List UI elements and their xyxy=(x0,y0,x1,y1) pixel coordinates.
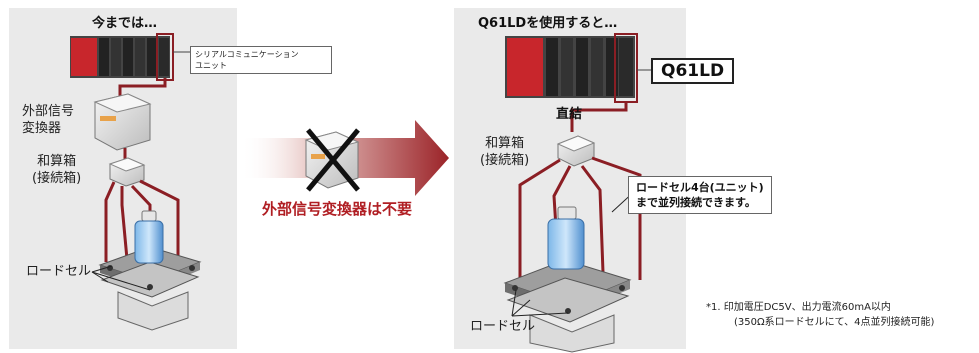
parallel-connection-note: ロードセル4台(ユニット) まで並列接続できます。 xyxy=(628,176,772,214)
footnote-line-2: (350Ω系ロードセルにて、4点並列接続可能) xyxy=(734,317,935,328)
footnote: *1. 印加電圧DC5V、出力電流60mA以内 (350Ω系ロードセルにて、4点… xyxy=(706,300,934,330)
junction-label-right-line-1: 和算箱 xyxy=(485,136,525,151)
loadcell-pointers-right xyxy=(511,289,569,317)
left-title: 今までは… xyxy=(92,16,158,31)
direct-connection-label: 直結 xyxy=(556,107,583,122)
serial-unit-callout: シリアルコミュニケーション ユニット xyxy=(190,46,332,74)
note-line-2: まで並列接続できます。 xyxy=(636,196,756,209)
converter-label-line-1: 外部信号 xyxy=(22,104,75,119)
loadcell-label-left: ロードセル xyxy=(26,264,92,279)
bottle-right xyxy=(547,206,585,270)
converter-label-line-2: 変換器 xyxy=(22,121,62,136)
loadcell-pointers-left xyxy=(91,265,151,291)
scale-right xyxy=(503,259,632,353)
note-line-1: ロードセル4台(ユニット) xyxy=(636,181,764,194)
bottle-left xyxy=(134,210,164,264)
junction-label-left: 和算箱 (接続箱) xyxy=(32,153,81,187)
plc-rack-right xyxy=(505,33,651,103)
converter-label: 外部信号 変換器 xyxy=(22,103,74,137)
loadcell-label-right: ロードセル xyxy=(470,319,536,334)
plc-rack-left xyxy=(70,33,190,81)
junction-label-left-line-1: 和算箱 xyxy=(37,154,77,169)
q61ld-badge: Q61LD xyxy=(651,58,735,84)
callout-line-1: シリアルコミュニケーション xyxy=(195,50,299,59)
cables-right xyxy=(518,156,642,301)
signal-converter-box xyxy=(93,93,152,151)
crossed-converter xyxy=(304,128,360,192)
junction-label-right-line-2: (接続箱) xyxy=(480,153,530,168)
right-title: Q61LDを使用すると… xyxy=(478,16,618,31)
callout-line-2: ユニット xyxy=(195,61,227,70)
junction-label-right: 和算箱 (接続箱) xyxy=(480,135,529,169)
scale-left xyxy=(98,246,202,331)
junction-label-left-line-2: (接続箱) xyxy=(32,171,82,186)
junction-box-left xyxy=(108,157,146,187)
junction-box-right xyxy=(556,135,596,167)
footnote-line-1: *1. 印加電圧DC5V、出力電流60mA以内 xyxy=(706,302,891,313)
no-converter-message: 外部信号変換器は不要 xyxy=(262,200,413,218)
